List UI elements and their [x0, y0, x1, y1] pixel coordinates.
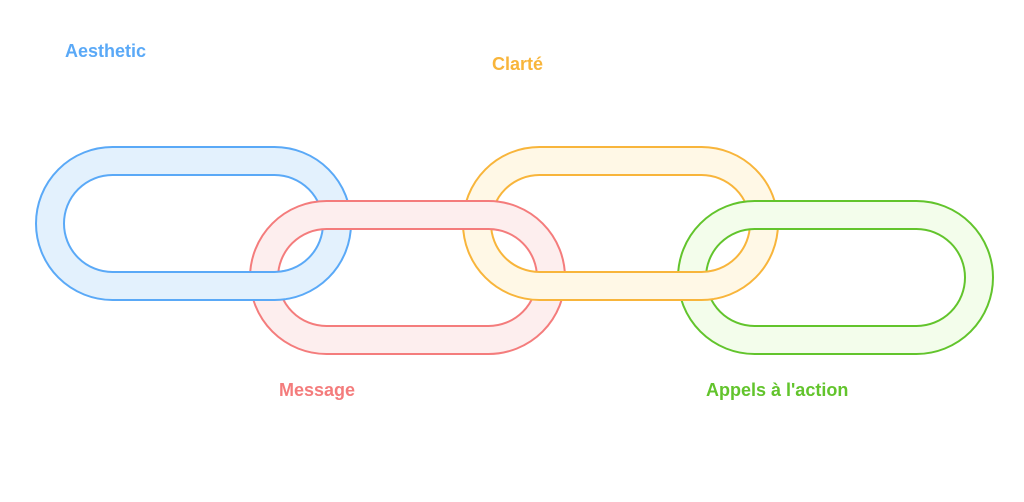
chain-link-clarte-overlap	[670, 262, 714, 301]
label-clarte: Clarté	[492, 54, 544, 74]
chain-link-aesthetic-overlap	[240, 262, 286, 301]
label-aesthetic: Aesthetic	[65, 41, 147, 61]
chain-link-message-overlap	[455, 200, 499, 236]
label-appels: Appels à l'action	[706, 380, 849, 400]
chain-link-message	[249, 200, 566, 355]
label-message: Message	[279, 380, 356, 400]
chain-link-appels	[677, 200, 994, 355]
